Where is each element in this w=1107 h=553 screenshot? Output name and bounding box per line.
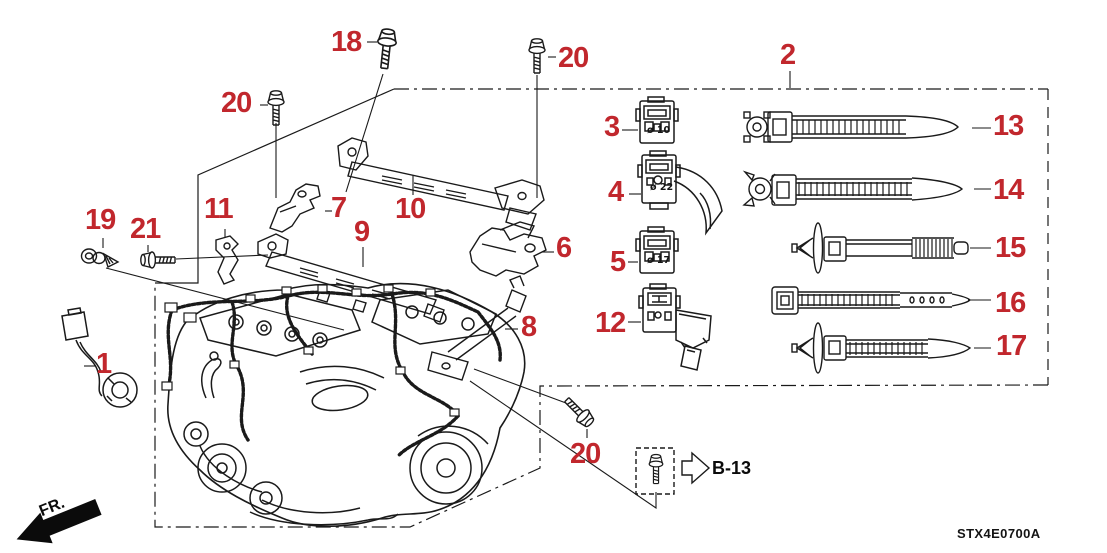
engine-assembly: [161, 282, 526, 528]
harness-branch-connectors: [161, 284, 460, 417]
callout-17: 17: [996, 330, 1027, 362]
connector-5: [635, 226, 679, 274]
callout-11: 11: [204, 193, 234, 225]
callout-9: 9: [354, 216, 370, 248]
part-1-pigtail: [61, 307, 138, 408]
b13-reference-label: B-13: [712, 458, 752, 478]
callout-15: 15: [995, 232, 1026, 264]
b13-detail-callout: [635, 447, 711, 495]
callout-14: 14: [993, 174, 1024, 206]
callout-8: 8: [521, 311, 537, 343]
clip-19: [80, 248, 120, 268]
callout-18: 18: [331, 26, 362, 58]
connector-3: [635, 96, 679, 144]
connector-3-size-label: ø 10: [647, 125, 671, 136]
callout-16: 16: [995, 287, 1026, 319]
bolt-21: [140, 251, 176, 269]
cable-tie-13: [743, 111, 959, 143]
callout-3: 3: [604, 111, 620, 143]
callout-6: 6: [556, 232, 572, 264]
bolt-20-top-left: [267, 90, 285, 126]
bolt-20-top-right: [528, 38, 546, 74]
connector-4: [637, 150, 723, 236]
callout-7: 7: [331, 192, 347, 224]
boundary-lines: [154, 88, 1049, 528]
connector-5-size-label: ø 17: [647, 255, 671, 266]
bracket-6: [469, 221, 547, 277]
bolt-20-bottom: [560, 393, 598, 431]
b13-arrow-icon: [681, 451, 711, 485]
bolt-18: [374, 27, 399, 71]
callout-4: 4: [608, 176, 624, 208]
engine-harness: [166, 290, 502, 458]
fr-direction-arrow: FR.: [16, 495, 102, 544]
harness-bracket-9: [257, 233, 445, 323]
cable-tie-16: [771, 286, 971, 315]
cable-tie-15: [791, 222, 969, 274]
cable-tie-17: [791, 322, 972, 374]
callout-1: 1: [96, 348, 112, 380]
callout-2: 2: [780, 39, 796, 71]
callout-20-top-right: 20: [558, 42, 589, 74]
bracket-7: [269, 183, 321, 233]
connector-4-size-label: ø 22: [650, 182, 674, 193]
harness-bracket-10: [337, 137, 545, 231]
bracket-11: [215, 235, 239, 285]
callout-12: 12: [595, 307, 626, 339]
fr-arrow-icon: [16, 499, 102, 544]
callout-5: 5: [610, 246, 626, 278]
callout-13: 13: [993, 110, 1024, 142]
drawing-code: STX4E0700A: [957, 526, 1041, 541]
callout-19: 19: [85, 204, 116, 236]
cable-tie-14: [742, 170, 964, 207]
callout-21: 21: [130, 213, 161, 245]
callout-20-top-left: 20: [221, 87, 252, 119]
callout-20-bottom: 20: [570, 438, 601, 470]
leader-lines: [84, 41, 991, 510]
callout-10: 10: [395, 193, 426, 225]
bracket-8: [427, 275, 527, 381]
connector-12: [638, 283, 712, 371]
